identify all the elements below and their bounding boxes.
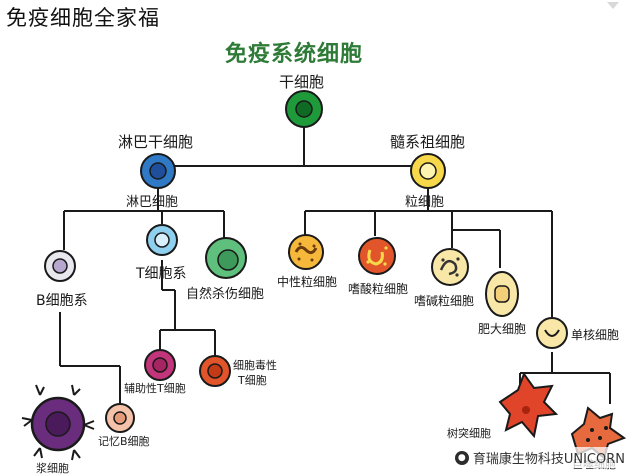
label-cytotoxic-t-line1: 细胞毒性: [233, 359, 277, 372]
watermark-text: 育瑞康生物科技UNICORN: [472, 452, 625, 467]
basophil-icon: [431, 248, 469, 286]
label-cytotoxic-t-line2: T细胞: [238, 374, 267, 387]
watermark: ● 育瑞康生物科技UNICORN: [451, 447, 628, 468]
b-cell-icon: [44, 250, 76, 282]
mast-cell-icon: [485, 271, 519, 317]
label-neutrophil: 中性粒细胞: [277, 275, 338, 289]
label-nk-cell: 自然杀伤细胞: [186, 287, 265, 302]
label-lymphoid-stem: 淋巴干细胞: [118, 133, 194, 151]
diagram-title: 免疫系统细胞: [225, 42, 364, 67]
label-myeloblast: 粒细胞: [405, 195, 445, 210]
helper-t-cell-icon: [144, 349, 176, 381]
label-memory-b: 记忆B细胞: [98, 435, 150, 448]
plasma-cell-icon: [21, 384, 95, 461]
label-b-cell-line: B细胞系: [36, 293, 88, 309]
lymphoid-stem-cell-icon: [140, 153, 176, 189]
label-mast-cell: 肥大细胞: [478, 322, 527, 336]
label-basophil: 嗜碱粒细胞: [414, 294, 475, 308]
connector-lines: [59, 126, 611, 405]
neutrophil-icon: [288, 234, 324, 270]
label-eosinophil: 嗜酸粒细胞: [348, 282, 409, 296]
dropdown-corner-icon[interactable]: [607, 2, 619, 9]
label-stem-cell: 干细胞: [279, 73, 325, 91]
label-monocyte: 单核细胞: [571, 328, 620, 342]
eosinophil-icon: [358, 237, 396, 275]
cytotoxic-t-cell-icon: [199, 355, 231, 387]
wechat-icon: ●: [454, 450, 469, 465]
page-title: 免疫细胞全家福: [6, 6, 160, 30]
dendritic-cell-icon: [498, 371, 559, 439]
nk-cell-icon: [205, 237, 247, 279]
memory-b-cell-icon: [105, 403, 135, 433]
label-helper-t: 辅助性T细胞: [124, 382, 186, 395]
label-myeloid-stem: 髓系祖细胞: [390, 133, 466, 151]
t-cell-icon: [146, 224, 178, 256]
label-plasma-cell: 浆细胞: [36, 462, 69, 475]
label-lymphoblast: 淋巴细胞: [126, 195, 179, 210]
monocyte-icon: [536, 317, 568, 349]
label-t-cell-line: T细胞系: [136, 266, 187, 282]
myeloid-stem-cell-icon: [410, 153, 446, 189]
label-dendritic-cell: 树突细胞: [447, 427, 491, 440]
stem-cell-icon: [285, 90, 323, 128]
